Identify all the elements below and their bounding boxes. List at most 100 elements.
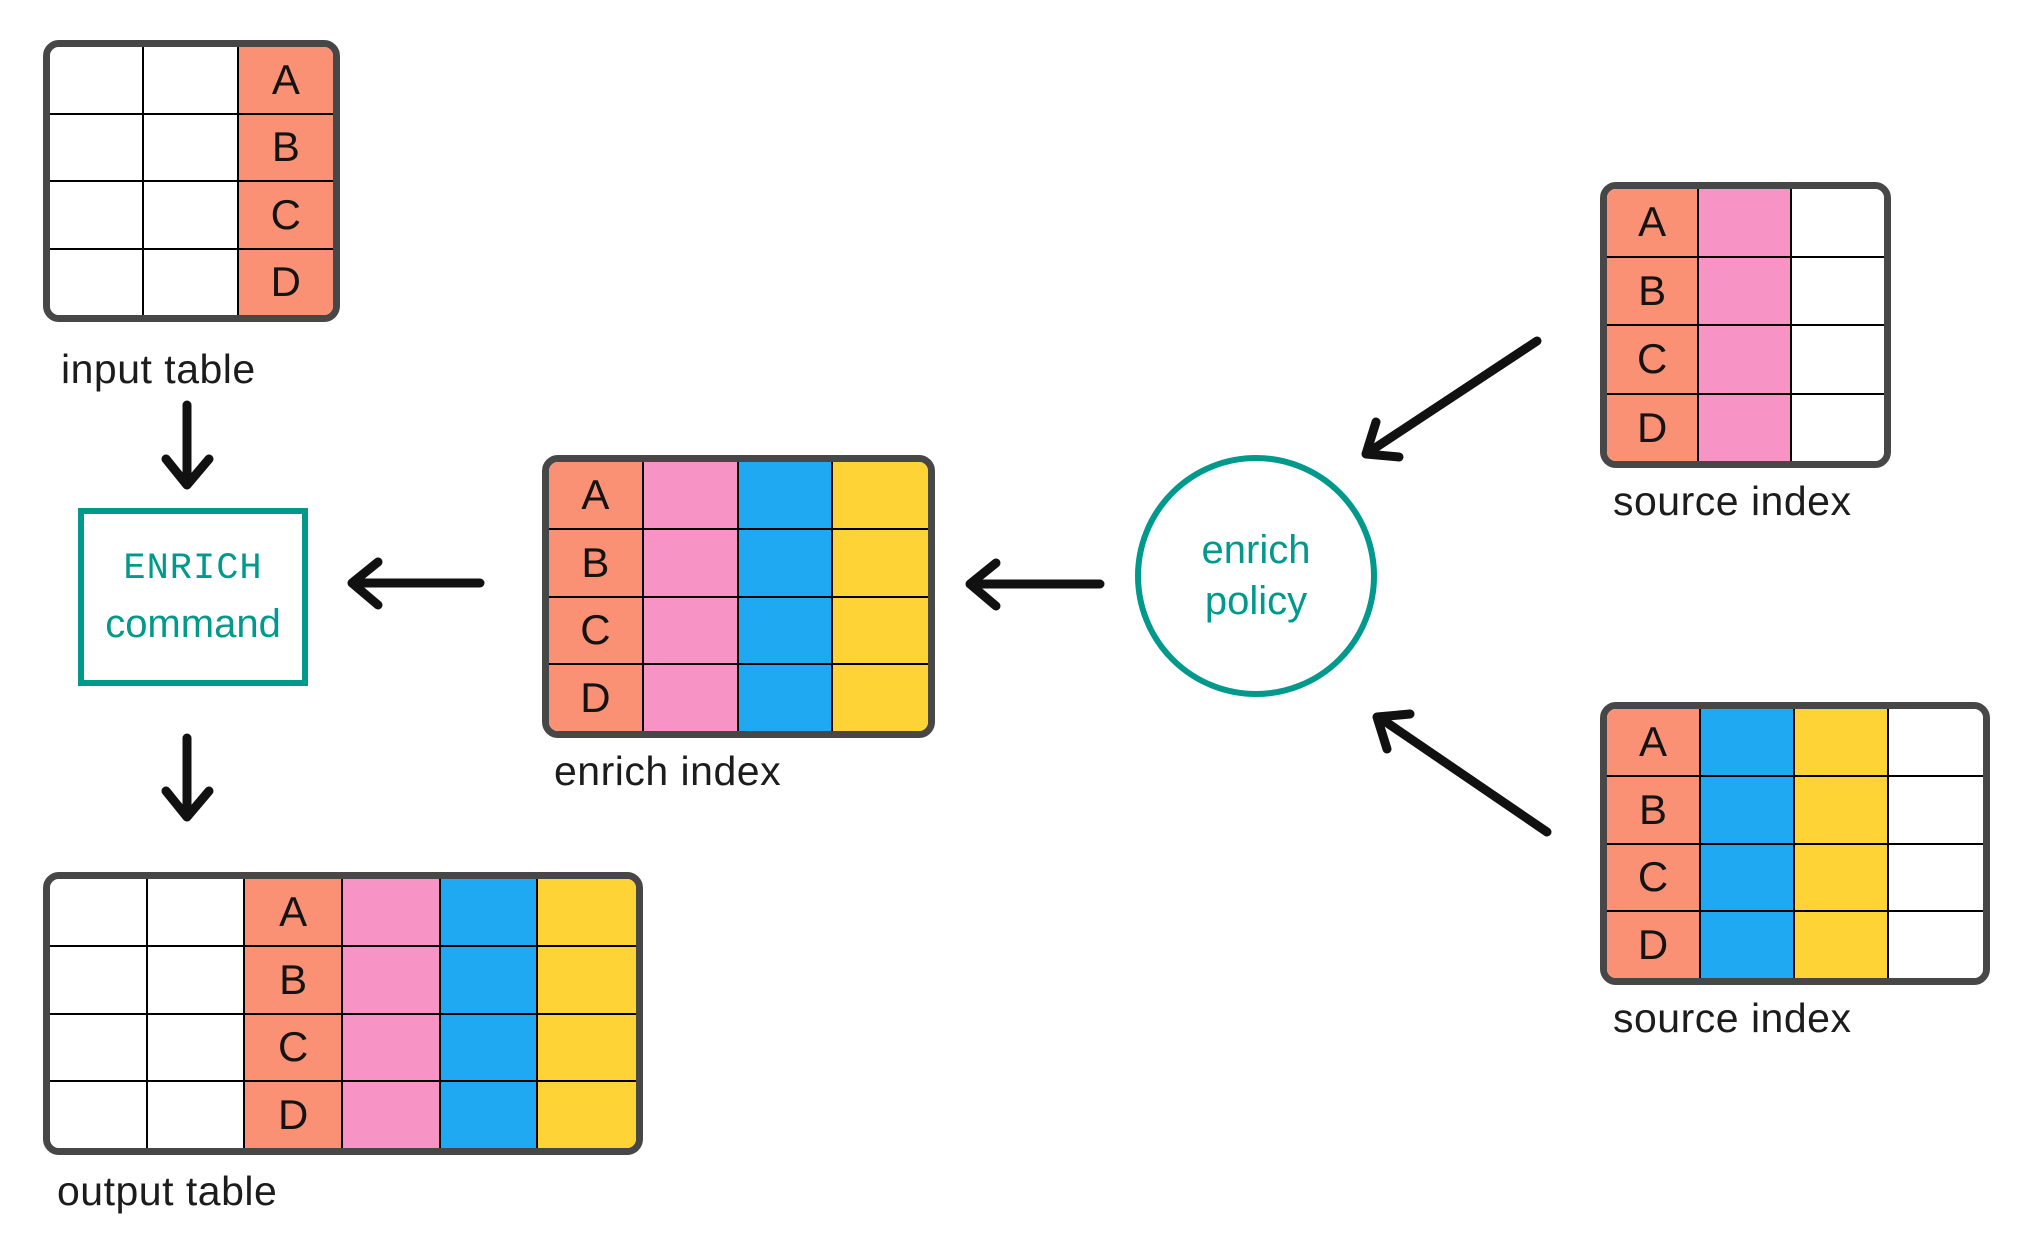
table-key-cell: B	[238, 114, 333, 182]
table-cell	[643, 529, 739, 598]
table-cell	[1699, 189, 1792, 258]
table-cell	[1889, 776, 1983, 845]
table-cell	[1701, 844, 1795, 913]
source-index-top-label: source index	[1613, 478, 1852, 524]
table-cell	[342, 1082, 441, 1148]
table-key-cell: C	[238, 182, 333, 250]
table-cell	[342, 946, 441, 1015]
table-cell	[50, 182, 145, 250]
table-cell	[144, 182, 239, 250]
table-cell	[1795, 776, 1889, 845]
table-cell	[144, 47, 239, 115]
table-cell	[833, 597, 928, 666]
table-key-cell: C	[549, 597, 644, 666]
table-cell	[538, 1014, 636, 1083]
table-cell	[1701, 776, 1795, 845]
table-cell	[1889, 912, 1983, 978]
table-cell	[147, 879, 246, 947]
table-cell	[538, 1082, 636, 1148]
table-cell	[1701, 912, 1795, 978]
table-key-cell: D	[238, 249, 333, 315]
table-cell	[1699, 394, 1792, 461]
table-cell	[833, 462, 928, 530]
table-cell	[50, 249, 145, 315]
enrich-index-label: enrich index	[554, 748, 782, 794]
table-cell	[1791, 257, 1884, 326]
table-cell	[1889, 844, 1983, 913]
table-cell	[1791, 326, 1884, 395]
table-cell	[342, 1014, 441, 1083]
table-cell	[440, 1014, 539, 1083]
table-cell	[738, 462, 834, 530]
input-table-label: input table	[61, 346, 256, 392]
table-cell	[738, 597, 834, 666]
table-key-cell: C	[245, 1014, 343, 1083]
table-cell	[538, 879, 636, 947]
table-cell	[1701, 709, 1795, 777]
table-cell	[147, 1014, 246, 1083]
table-cell	[738, 529, 834, 598]
table-cell	[50, 114, 145, 182]
table-cell	[643, 462, 739, 530]
table-cell	[1795, 709, 1889, 777]
table-cell	[1791, 394, 1884, 461]
table-key-cell: A	[238, 47, 333, 115]
table-cell	[643, 665, 739, 731]
table-cell	[1889, 709, 1983, 777]
table-key-cell: D	[549, 665, 644, 731]
arrow-policy-to-enrich-index	[965, 558, 1105, 611]
table-key-cell: A	[245, 879, 343, 947]
table-cell	[50, 879, 148, 947]
table-cell	[738, 665, 834, 731]
table-key-cell: C	[1607, 844, 1701, 913]
table-cell	[144, 249, 239, 315]
table-cell	[1795, 844, 1889, 913]
table-cell	[833, 665, 928, 731]
arrow-enrich-index-to-command	[347, 557, 485, 610]
table-cell	[50, 1014, 148, 1083]
table-cell	[50, 47, 145, 115]
table-key-cell: B	[1607, 257, 1700, 326]
enrich-policy-line1: enrich	[1201, 527, 1311, 572]
table-cell	[643, 597, 739, 666]
table-cell	[440, 1082, 539, 1148]
table-cell	[342, 879, 441, 947]
output-table-label: output table	[57, 1168, 278, 1214]
table-key-cell: D	[245, 1082, 343, 1148]
source-index-bottom-label: source index	[1613, 995, 1852, 1041]
enrich-policy-node: enrich policy	[1135, 455, 1377, 697]
table-key-cell: A	[549, 462, 644, 530]
table-cell	[833, 529, 928, 598]
table-cell	[144, 114, 239, 182]
arrow-source-top-to-policy	[1361, 336, 1542, 462]
arrow-input-to-command	[161, 400, 214, 490]
table-cell	[147, 946, 246, 1015]
table-cell	[1791, 189, 1884, 258]
table-cell	[1795, 912, 1889, 978]
table-cell	[50, 946, 148, 1015]
enrich-policy-line2: policy	[1204, 579, 1308, 623]
table-key-cell: D	[1607, 912, 1701, 978]
table-cell	[440, 879, 539, 947]
arrow-command-to-output	[161, 733, 214, 822]
table-cell	[538, 946, 636, 1015]
table-cell	[1699, 326, 1792, 395]
enrich-command-node: ENRICH command	[78, 508, 308, 686]
enrich-command-line1: ENRICH	[123, 547, 263, 590]
table-key-cell: D	[1607, 394, 1700, 461]
table-cell	[440, 946, 539, 1015]
table-key-cell: A	[1607, 189, 1700, 258]
table-key-cell: B	[549, 529, 644, 598]
table-key-cell: C	[1607, 326, 1700, 395]
table-key-cell: B	[245, 946, 343, 1015]
